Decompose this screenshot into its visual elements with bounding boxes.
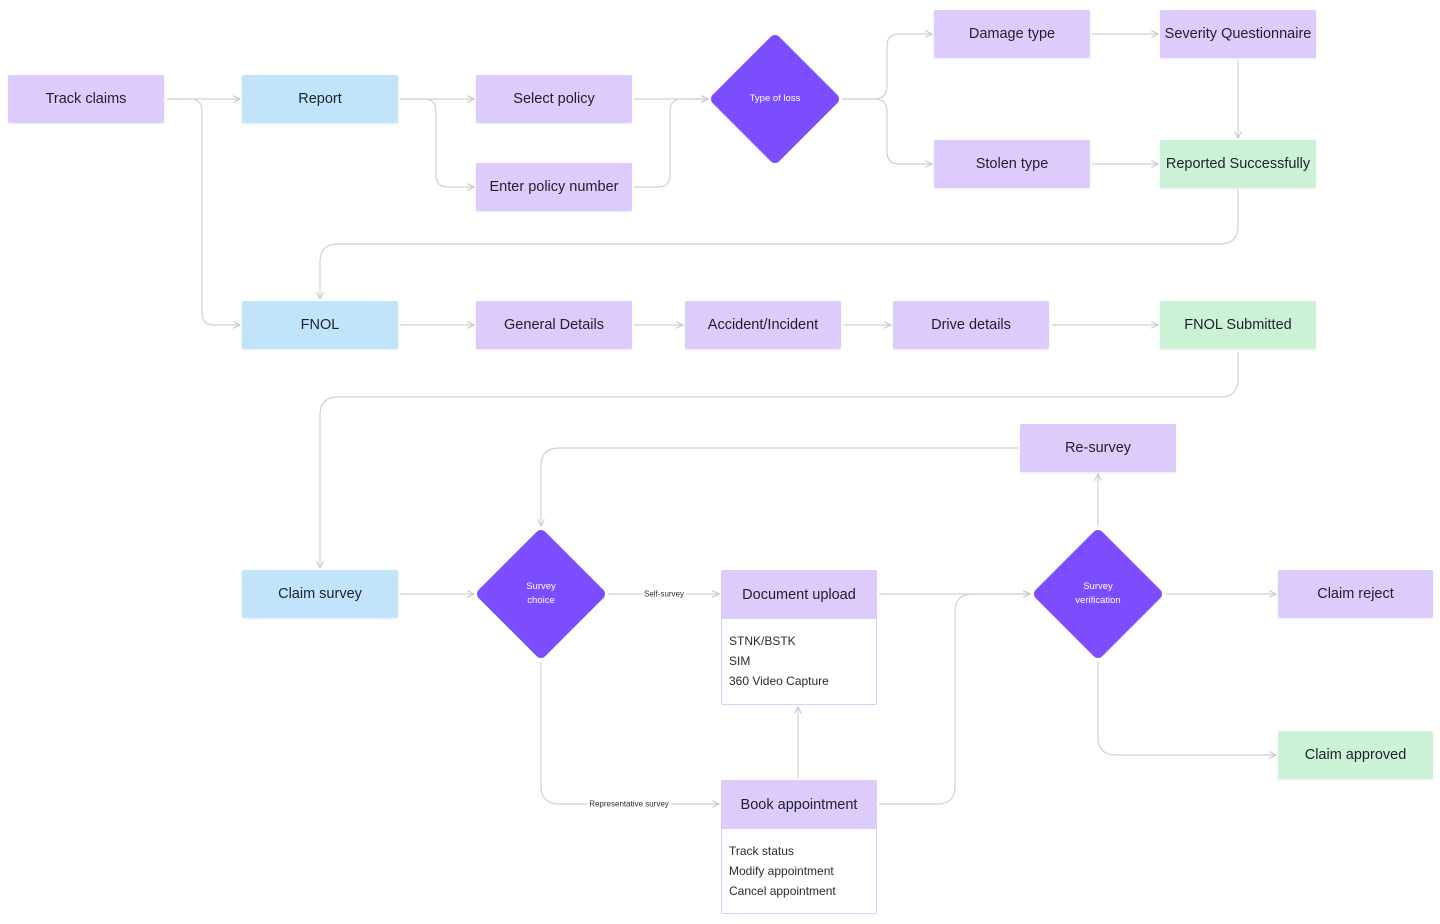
- decision-type-of-loss-label: Type of loss: [749, 93, 801, 104]
- node-label: FNOL Submitted: [1184, 317, 1292, 333]
- edge-enter-loss: [634, 99, 708, 188]
- node-track-claims[interactable]: Track claims: [8, 75, 164, 123]
- decision-survey-choice-label: Survey choice: [526, 581, 556, 606]
- list-item: Track status: [729, 844, 794, 858]
- node-severity-questionnaire[interactable]: Severity Questionnaire: [1160, 10, 1316, 58]
- node-stolen-type[interactable]: Stolen type: [934, 140, 1090, 188]
- node-label: Report: [298, 91, 342, 107]
- node-reported-successfully[interactable]: Reported Successfully: [1160, 140, 1316, 188]
- document-upload-title: Document upload: [722, 571, 876, 619]
- node-label: Reported Successfully: [1165, 156, 1311, 172]
- node-label: Accident/Incident: [707, 317, 819, 333]
- node-label: Track claims: [45, 91, 127, 107]
- list-item: STNK/BSTK: [729, 634, 796, 648]
- node-select-policy[interactable]: Select policy: [476, 75, 632, 123]
- node-drive-details[interactable]: Drive details: [893, 301, 1049, 349]
- node-document-upload[interactable]: Document upload STNK/BSTK SIM 360 Video …: [721, 570, 877, 705]
- book-appointment-list: Track status Modify appointment Cancel a…: [722, 829, 876, 901]
- node-label: Select policy: [513, 91, 595, 107]
- edge-loss-stolen: [842, 98, 932, 164]
- document-upload-list: STNK/BSTK SIM 360 Video Capture: [722, 619, 876, 691]
- node-label: Damage type: [968, 26, 1056, 42]
- node-label: Claim approved: [1304, 747, 1407, 763]
- node-label: Claim reject: [1317, 586, 1394, 602]
- node-claim-reject[interactable]: Claim reject: [1278, 570, 1433, 618]
- edge-loss-damage: [842, 34, 932, 100]
- list-item: SIM: [729, 654, 751, 668]
- edge-label-representative-survey: Representative survey: [587, 799, 671, 809]
- node-report[interactable]: Report: [242, 75, 398, 123]
- edge-resurvey-choice: [541, 447, 1018, 526]
- node-label: Severity Questionnaire: [1164, 26, 1312, 42]
- node-label: Re-survey: [1064, 440, 1132, 456]
- decision-survey-verification-label: Survey verification: [1075, 581, 1121, 606]
- node-label: Stolen type: [975, 156, 1049, 172]
- node-accident-incident[interactable]: Accident/Incident: [685, 301, 841, 349]
- node-label: Enter policy number: [489, 179, 619, 195]
- node-claim-survey[interactable]: Claim survey: [242, 570, 398, 618]
- list-item: 360 Video Capture: [729, 674, 829, 688]
- edge-track-fnol: [167, 98, 240, 325]
- node-fnol-submitted[interactable]: FNOL Submitted: [1160, 301, 1316, 349]
- list-item: Modify appointment: [729, 864, 834, 878]
- node-claim-approved[interactable]: Claim approved: [1278, 731, 1433, 779]
- edge-choice-book: [540, 662, 719, 804]
- book-appointment-title: Book appointment: [722, 781, 876, 829]
- edge-submitted-survey: [320, 352, 1239, 568]
- node-label: FNOL: [300, 317, 340, 333]
- node-label: General Details: [504, 317, 604, 333]
- edge-book-verification: [879, 594, 1030, 805]
- list-item: Cancel appointment: [729, 884, 836, 898]
- node-book-appointment[interactable]: Book appointment Track status Modify app…: [721, 780, 877, 914]
- node-label: Drive details: [931, 317, 1011, 333]
- node-fnol[interactable]: FNOL: [242, 301, 398, 349]
- node-label: Claim survey: [278, 586, 362, 602]
- node-re-survey[interactable]: Re-survey: [1020, 424, 1176, 472]
- node-enter-policy-number[interactable]: Enter policy number: [476, 163, 632, 211]
- node-general-details[interactable]: General Details: [476, 301, 632, 349]
- node-damage-type[interactable]: Damage type: [934, 10, 1090, 58]
- edge-reported-fnol: [320, 190, 1239, 299]
- edge-label-self-survey: Self-survey: [641, 589, 687, 599]
- edge-verification-approved: [1097, 662, 1276, 755]
- edge-report-enter: [400, 98, 474, 187]
